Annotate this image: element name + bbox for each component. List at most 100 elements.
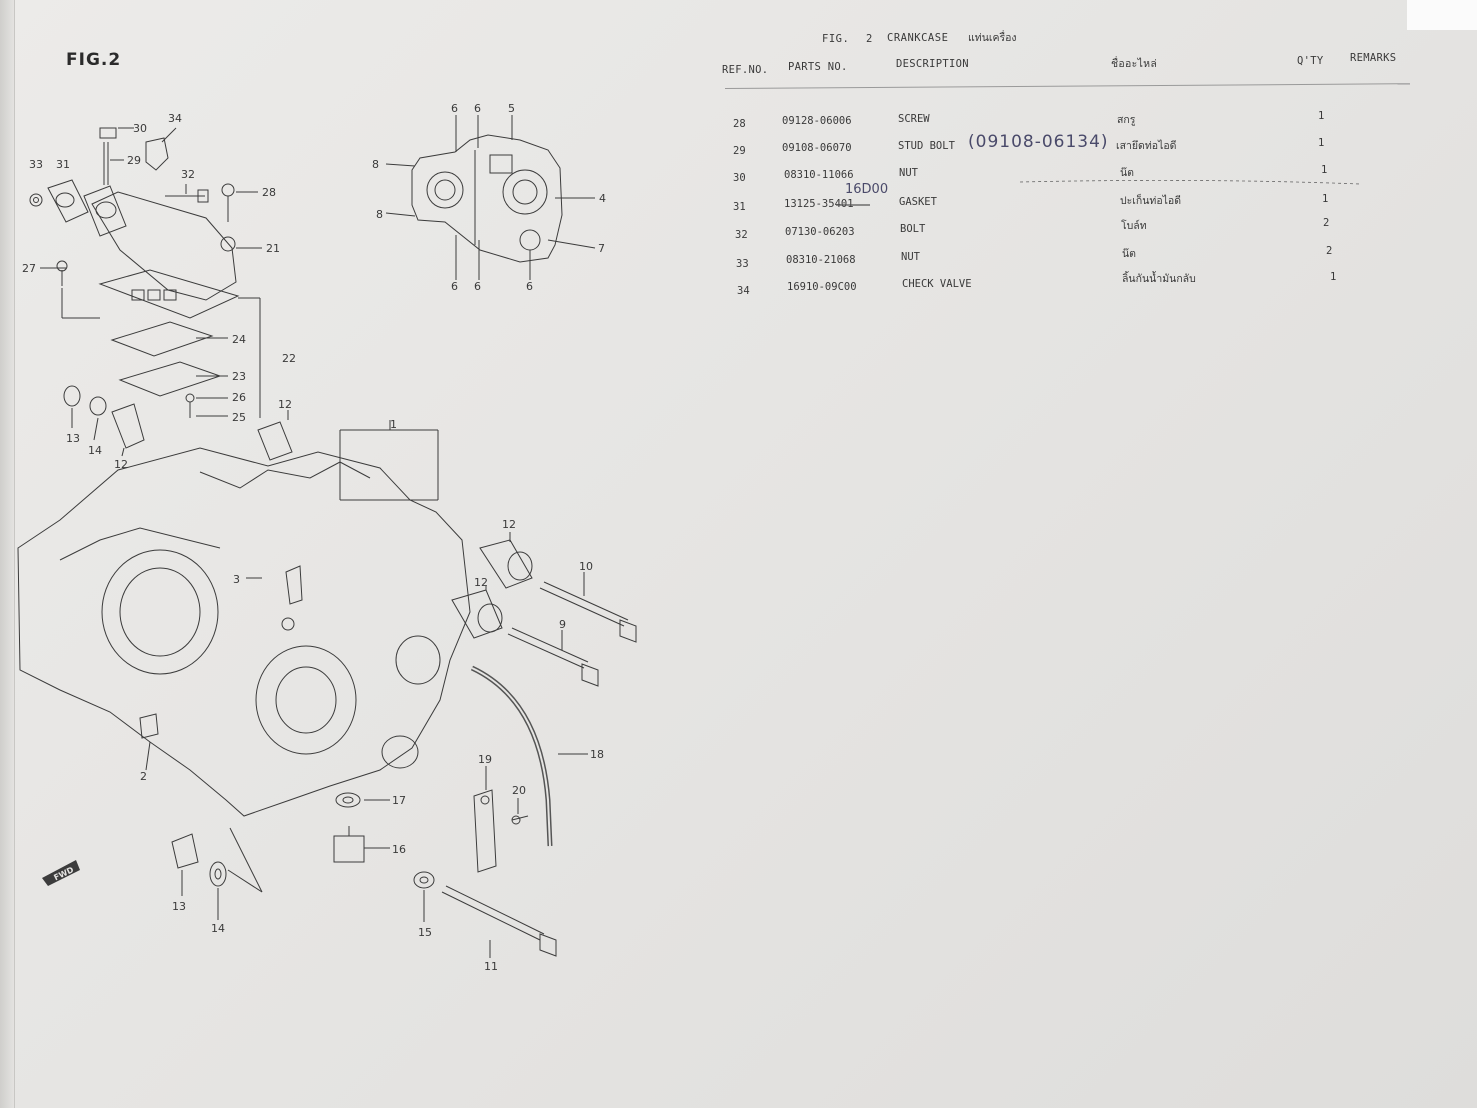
callout-3: 3 — [233, 573, 240, 586]
ref-no: 33 — [736, 258, 749, 270]
callout-10: 10 — [579, 560, 593, 573]
quantity: 2 — [1326, 245, 1333, 257]
part-number: 08310-21068 — [786, 254, 856, 266]
callout-12d: 12 — [474, 576, 488, 589]
caption-name: CRANKCASE — [887, 32, 949, 44]
description: BOLT — [900, 223, 926, 235]
callout-6c: 6 — [451, 280, 458, 293]
callout-30: 30 — [133, 122, 147, 135]
header-remarks: REMARKS — [1350, 52, 1397, 64]
description: SCREW — [898, 113, 930, 125]
callout-4: 4 — [599, 192, 606, 205]
callout-17: 17 — [392, 794, 406, 807]
forward-arrow-icon: FWD — [42, 860, 80, 886]
callout-24: 24 — [232, 333, 246, 346]
quantity: 1 — [1318, 137, 1325, 149]
callout-7: 7 — [598, 242, 605, 255]
table-row: 31 13125-35401 16D00 GASKET ปะเก็นท่อไอด… — [0, 182, 1477, 217]
callout-6d: 6 — [474, 280, 481, 293]
callout-26: 26 — [232, 391, 246, 404]
callout-14: 14 — [88, 444, 102, 457]
figure-label: FIG.2 — [66, 50, 122, 70]
page-corner — [1407, 0, 1477, 30]
callout-8: 8 — [372, 158, 379, 171]
table-row: 33 08310-21068 NUT น๊ต 2 — [0, 245, 1477, 274]
callout-22: 22 — [282, 352, 296, 365]
callout-13: 13 — [66, 432, 80, 445]
callout-6b: 6 — [474, 102, 481, 115]
callout-20: 20 — [512, 784, 526, 797]
callout-1: 1 — [390, 418, 397, 431]
thai-name: สกรู — [1117, 114, 1136, 126]
page-binding-edge — [0, 0, 15, 1108]
callout-18: 18 — [590, 748, 604, 761]
header-qty: Q'TY — [1297, 55, 1324, 67]
callout-23: 23 — [232, 370, 246, 383]
ref-no: 31 — [733, 201, 746, 213]
callout-21: 21 — [266, 242, 280, 255]
table-row: 29 09108-06070 STUD BOLT (09108-06134) เ… — [0, 132, 1477, 161]
part-number: 09108-06070 — [782, 142, 852, 154]
caption-thai: แท่นเครื่อง — [968, 32, 1017, 44]
ref-no: 30 — [733, 172, 746, 184]
description: NUT — [901, 251, 920, 263]
ref-no: 32 — [735, 229, 748, 241]
part-number: 09128-06006 — [782, 115, 852, 127]
table-row: 34 16910-09C00 CHECK VALVE ลิ้นกันน้ำมัน… — [0, 271, 1477, 301]
description: GASKET — [899, 196, 937, 208]
part-number: 07130-06203 — [785, 226, 855, 238]
callout-12b: 12 — [114, 458, 128, 471]
quantity: 1 — [1318, 110, 1325, 122]
quantity: 1 — [1330, 271, 1337, 283]
caption-number: 2 — [866, 33, 873, 45]
ref-no: 28 — [733, 118, 746, 130]
header-ref-no: REF.NO. — [722, 64, 769, 76]
part-number: 13125-35401 — [784, 198, 854, 210]
ref-no: 34 — [737, 285, 750, 297]
part-number: 08310-11066 — [784, 169, 854, 181]
thai-name: ปะเก็นท่อไอดี — [1120, 195, 1182, 207]
caption-fig: FIG. — [822, 33, 850, 45]
header-description: DESCRIPTION — [896, 58, 969, 70]
reed-valve — [98, 269, 240, 319]
callout-16: 16 — [392, 843, 406, 856]
callout-12c: 12 — [502, 518, 516, 531]
part-number: 16910-09C00 — [787, 281, 857, 293]
table-row: 28 09128-06006 SCREW สกรู 1 — [0, 110, 1477, 134]
callout-32: 32 — [181, 168, 195, 181]
callout-6: 6 — [451, 102, 458, 115]
header-parts-no: PARTS NO. — [788, 61, 848, 73]
callout-12: 12 — [278, 398, 292, 411]
callout-31: 31 — [56, 158, 70, 171]
thai-name: โบล์ท — [1121, 220, 1147, 232]
handwritten-gasket-number: 16D00 — [845, 182, 889, 197]
quantity: 1 — [1322, 193, 1329, 205]
callout-9: 9 — [559, 618, 566, 631]
quantity: 2 — [1323, 217, 1330, 229]
thai-name: เสายึดท่อไอดี — [1116, 140, 1177, 152]
thai-name: น๊ต — [1120, 167, 1134, 179]
callout-28: 28 — [262, 186, 276, 199]
callout-33: 33 — [29, 158, 43, 171]
callout-6e: 6 — [526, 280, 533, 293]
callout-11: 11 — [484, 960, 498, 973]
handwritten-part-number: (09108-06134) — [968, 132, 1109, 152]
inset-crankcase — [411, 134, 563, 263]
callout-14b: 14 — [211, 922, 225, 935]
fwd-label: FWD — [52, 865, 75, 882]
callout-5: 5 — [508, 102, 515, 115]
callout-15: 15 — [418, 926, 432, 939]
description: CHECK VALVE — [902, 278, 972, 290]
callout-25: 25 — [232, 411, 246, 424]
callout-8b: 8 — [376, 208, 383, 221]
quantity: 1 — [1321, 164, 1328, 176]
description: NUT — [899, 167, 918, 179]
crankcase-body — [17, 447, 471, 817]
callout-29: 29 — [127, 154, 141, 167]
table-row: 32 07130-06203 BOLT โบล์ท 2 — [0, 217, 1477, 245]
callout-19: 19 — [478, 753, 492, 766]
intake-manifold — [91, 191, 237, 301]
header-thai-name: ชื่ออะไหล่ — [1111, 58, 1158, 70]
